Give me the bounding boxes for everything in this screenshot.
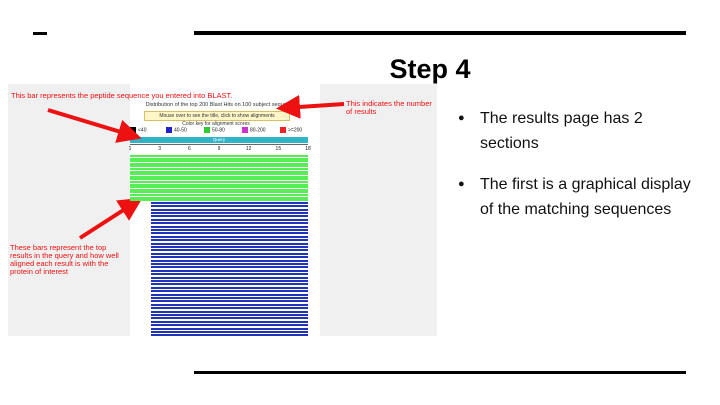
hit-bar[interactable]	[130, 199, 308, 202]
hit-bar[interactable]	[151, 276, 308, 279]
hit-bar[interactable]	[151, 300, 308, 303]
hit-bar[interactable]	[151, 324, 308, 327]
hit-bar[interactable]	[151, 280, 308, 282]
distribution-title: Distribution of the top 200 Blast Hits o…	[145, 102, 299, 108]
hit-bar[interactable]	[130, 188, 308, 191]
legend-swatch	[280, 127, 286, 133]
hit-bar[interactable]	[151, 249, 308, 252]
hit-bar[interactable]	[151, 314, 308, 316]
hit-bar[interactable]	[130, 191, 308, 194]
hit-bar[interactable]	[130, 173, 308, 176]
hit-bar[interactable]	[151, 310, 308, 313]
hit-bar[interactable]	[151, 263, 308, 265]
hit-bar[interactable]	[151, 218, 308, 221]
axis-tick: 18	[305, 146, 311, 152]
arrow-to-hit-bars	[78, 197, 143, 240]
hit-bar[interactable]	[151, 259, 308, 262]
legend-swatch	[242, 127, 248, 133]
position-axis: 1 3 6 9 12 15 18	[128, 144, 311, 153]
hit-bar[interactable]	[151, 320, 308, 323]
slide-title: Step 4	[389, 54, 471, 84]
hit-bar[interactable]	[151, 334, 308, 336]
hit-bar[interactable]	[130, 157, 308, 160]
hit-bar[interactable]	[151, 208, 308, 211]
hit-bar[interactable]	[130, 160, 308, 163]
annotation-query-bar: This bar represents the peptide sequence…	[11, 91, 233, 100]
hit-bar[interactable]	[130, 170, 308, 173]
hit-bar[interactable]	[130, 168, 308, 170]
bullet-list: The results page has 2 sections The firs…	[456, 106, 696, 238]
hit-bar[interactable]	[151, 225, 308, 228]
hit-bar[interactable]	[151, 283, 308, 286]
legend-item: 40-50	[166, 127, 187, 134]
legend-item: 80-200	[242, 127, 266, 134]
hit-bar[interactable]	[130, 155, 308, 157]
axis-tick: 3	[158, 146, 162, 152]
bottom-rule	[194, 371, 686, 374]
hit-bar[interactable]	[130, 162, 308, 165]
hit-bar[interactable]	[130, 178, 308, 181]
hit-bar[interactable]	[151, 266, 308, 269]
hit-bar[interactable]	[151, 239, 308, 242]
axis-tick: 12	[245, 146, 252, 152]
annotation-hit-bars: These bars represent the top results in …	[10, 243, 119, 276]
score-legend: <40 40-50 50-80 80-200 >=200	[130, 127, 320, 135]
hit-bar[interactable]	[151, 286, 308, 289]
hit-bar[interactable]	[130, 196, 308, 199]
legend-item: >=200	[280, 127, 302, 134]
legend-label: >=200	[288, 127, 303, 134]
arrow-to-query-bar	[47, 108, 142, 143]
hit-bar[interactable]	[151, 229, 308, 231]
hit-bar[interactable]	[130, 186, 308, 189]
hit-bar[interactable]	[151, 232, 308, 235]
corner-dash	[33, 32, 47, 35]
bullet-item: The first is a graphical display of the …	[456, 172, 696, 222]
hit-bar[interactable]	[151, 273, 308, 276]
annotation-result-count: This indicates the number of results	[346, 99, 432, 116]
hit-bar[interactable]	[151, 317, 308, 320]
hit-bar[interactable]	[151, 303, 308, 306]
query-bar[interactable]: Query	[130, 137, 308, 143]
legend-swatch	[204, 127, 210, 133]
hit-bar[interactable]	[130, 175, 308, 178]
top-rule	[194, 31, 686, 35]
hit-bar[interactable]	[130, 165, 308, 168]
hit-bar[interactable]	[151, 331, 308, 333]
hit-bar[interactable]	[151, 297, 308, 299]
hit-bar[interactable]	[151, 242, 308, 245]
hit-bar[interactable]	[151, 201, 308, 204]
hit-bar[interactable]	[130, 194, 308, 196]
hit-bar[interactable]	[130, 183, 308, 186]
hit-bar[interactable]	[151, 252, 308, 255]
axis-tick: 15	[275, 146, 282, 152]
axis-tick: 9	[217, 146, 221, 152]
hit-bar[interactable]	[130, 181, 308, 183]
legend-swatch	[166, 127, 172, 133]
hit-bar[interactable]	[151, 205, 308, 208]
arrow-to-result-count	[276, 94, 345, 119]
legend-label: <40	[138, 127, 147, 134]
axis-tick: 1	[128, 146, 132, 152]
bullet-item: The results page has 2 sections	[456, 106, 696, 156]
hit-bar[interactable]	[151, 212, 308, 214]
hit-bar[interactable]	[151, 215, 308, 218]
hit-bar[interactable]	[151, 269, 308, 272]
hit-bar[interactable]	[151, 327, 308, 330]
color-key-title: Color key for alignment scores	[182, 121, 250, 127]
legend-label: 80-200	[250, 127, 266, 134]
axis-tick: 6	[187, 146, 191, 152]
hit-bar[interactable]	[151, 290, 308, 293]
legend-item: 50-80	[204, 127, 225, 134]
annotation-arrows	[47, 94, 345, 240]
hit-bar[interactable]	[151, 293, 308, 296]
hit-bar[interactable]	[151, 256, 308, 259]
legend-label: 40-50	[174, 127, 187, 134]
hit-bar[interactable]	[151, 307, 308, 310]
blast-results-screenshot: This bar represents the peptide sequence…	[8, 84, 437, 336]
hit-bar[interactable]	[151, 246, 308, 248]
hit-bar[interactable]	[151, 222, 308, 225]
legend-label: 50-80	[212, 127, 225, 134]
hit-bar[interactable]	[151, 235, 308, 238]
